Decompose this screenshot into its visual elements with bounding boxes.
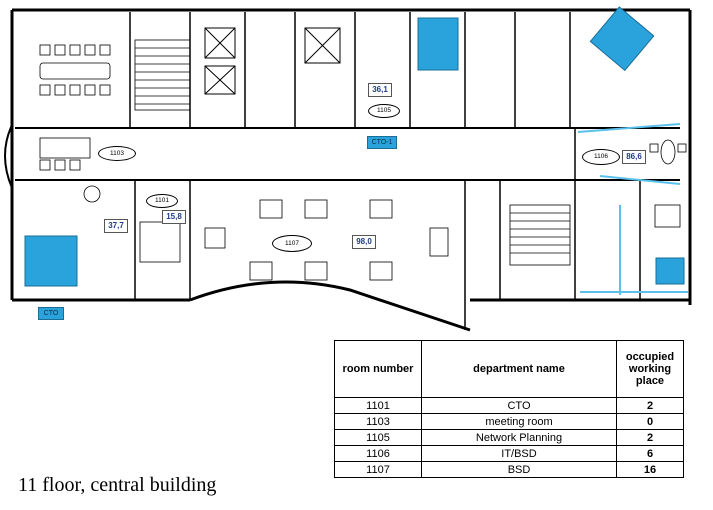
room-1106-table bbox=[649, 139, 687, 165]
area-1107: 98,0 bbox=[352, 235, 376, 249]
room-label-1103: 1103 bbox=[98, 146, 136, 161]
outer-walls bbox=[4, 8, 692, 332]
stairs-right bbox=[509, 204, 571, 266]
header-occupied-places: occupied working place bbox=[616, 340, 684, 398]
meeting-table bbox=[39, 44, 111, 96]
room-label-1101: 1101 bbox=[146, 194, 178, 208]
floor-title: 11 floor, central building bbox=[18, 474, 217, 496]
area-1105: 36,1 bbox=[368, 83, 392, 97]
plant-icon bbox=[83, 185, 101, 203]
tag-cto: CTO bbox=[38, 307, 64, 320]
highlighted-workplaces bbox=[24, 6, 685, 287]
glass-partitions bbox=[577, 123, 688, 295]
tag-cto-1: CTO-1 bbox=[367, 136, 397, 149]
area-1101: 15,8 bbox=[162, 210, 186, 224]
stairs-left bbox=[134, 39, 191, 111]
area-1103: 37,7 bbox=[104, 219, 128, 233]
floor-plan bbox=[4, 6, 692, 332]
room-label-1106: 1106 bbox=[582, 149, 620, 165]
header-room-number: room number bbox=[334, 340, 422, 398]
inner-walls bbox=[129, 12, 641, 330]
elevators bbox=[204, 27, 341, 95]
area-1106: 86,6 bbox=[622, 150, 646, 164]
room-label-1105: 1105 bbox=[368, 104, 400, 118]
table-header-row: room number department name occupied wor… bbox=[334, 340, 684, 398]
header-department-name: department name bbox=[421, 340, 617, 398]
room-1103-furniture bbox=[39, 137, 91, 171]
room-1107-desks bbox=[139, 199, 681, 281]
room-label-1107: 1107 bbox=[272, 235, 312, 252]
room-legend-table: room number department name occupied wor… bbox=[334, 340, 684, 478]
